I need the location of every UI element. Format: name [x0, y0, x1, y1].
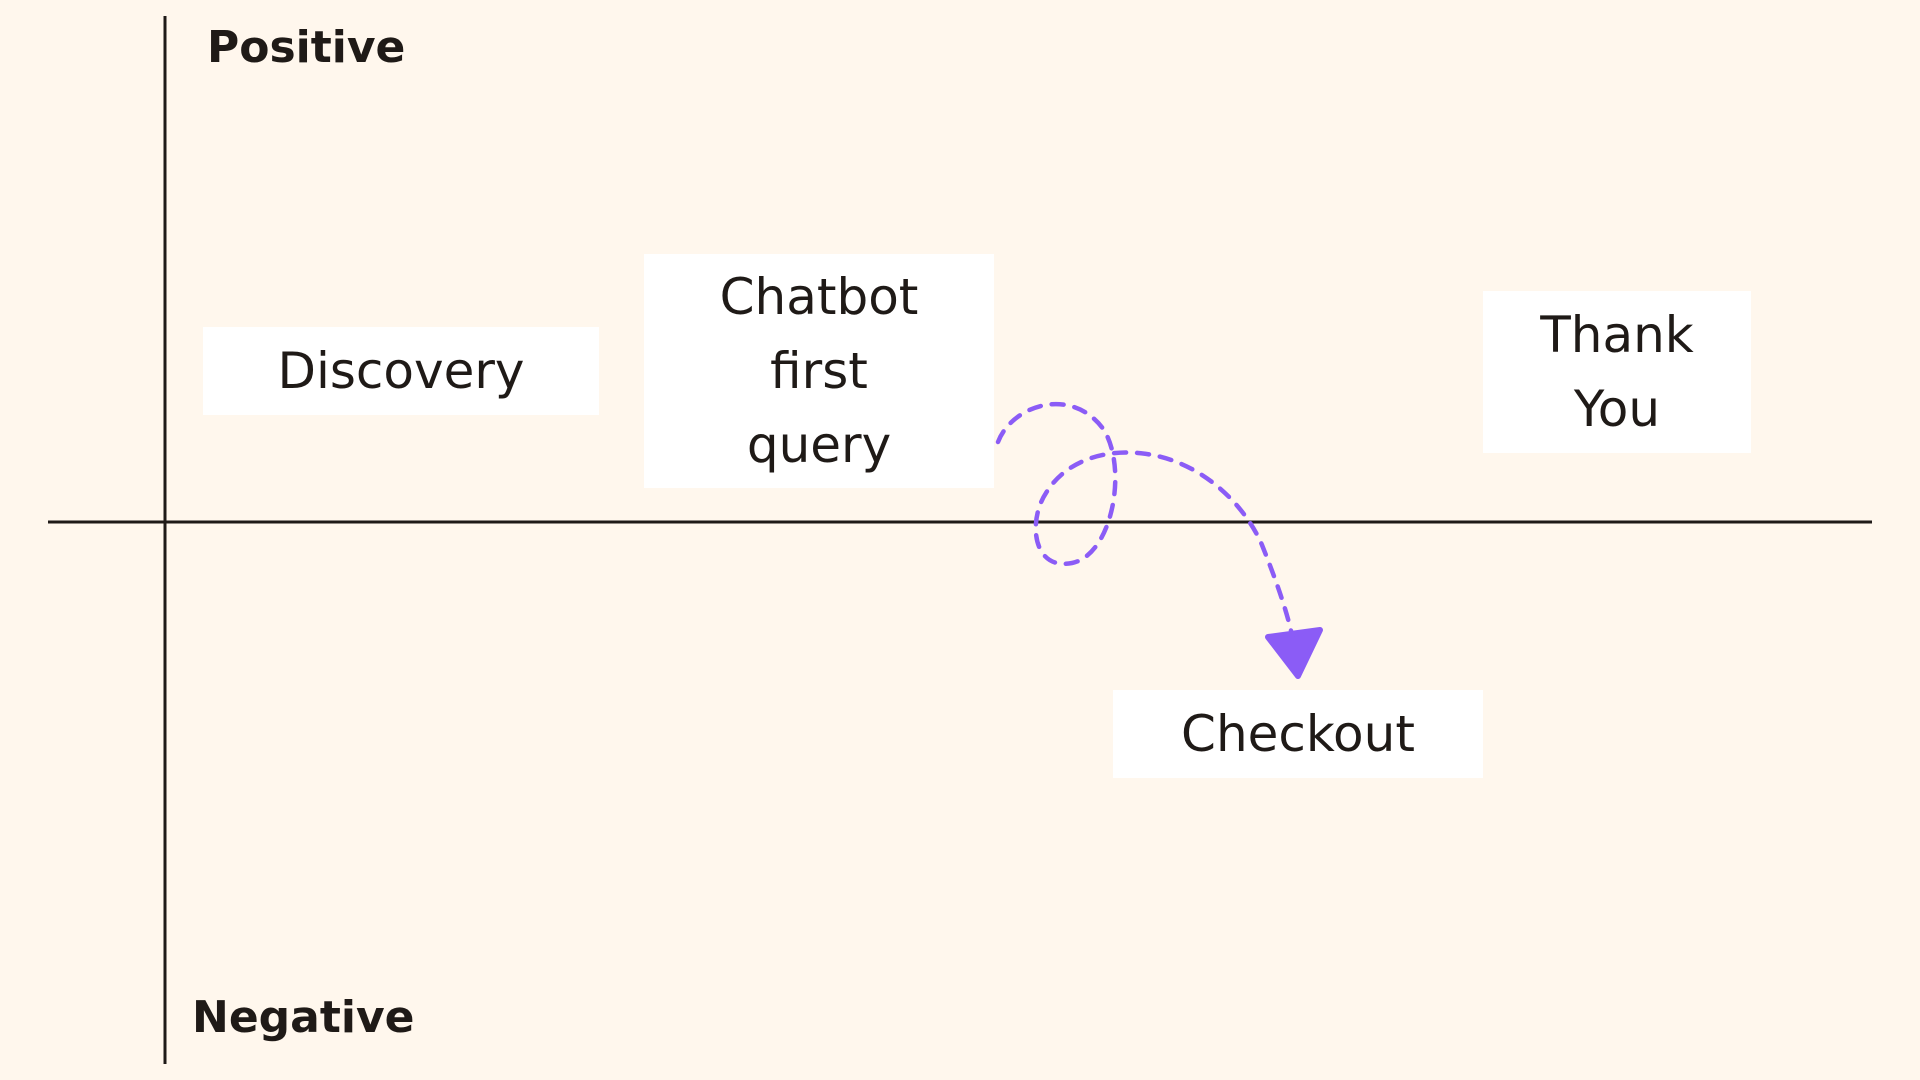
stage-box-chatbot-first-query: Chatbot first query: [644, 254, 994, 488]
axis-label-positive: Positive: [207, 22, 406, 73]
stage-label-line: Discovery: [277, 342, 525, 400]
stage-label-line: first: [770, 342, 868, 400]
stage-label-line: You: [1573, 380, 1661, 438]
stage-box-discovery: Discovery: [203, 327, 599, 415]
stage-label-line: Thank: [1540, 306, 1694, 364]
stage-box-checkout: Checkout: [1113, 690, 1483, 778]
stage-label-line: Checkout: [1181, 705, 1415, 763]
axis-label-negative: Negative: [192, 992, 415, 1043]
stage-label-line: Chatbot: [719, 268, 919, 326]
stage-box-thank-you: Thank You: [1483, 291, 1751, 453]
flow-arrow-head-icon: [1265, 627, 1323, 679]
stage-label-line: query: [746, 416, 892, 474]
flow-arrow-path: [995, 401, 1297, 649]
